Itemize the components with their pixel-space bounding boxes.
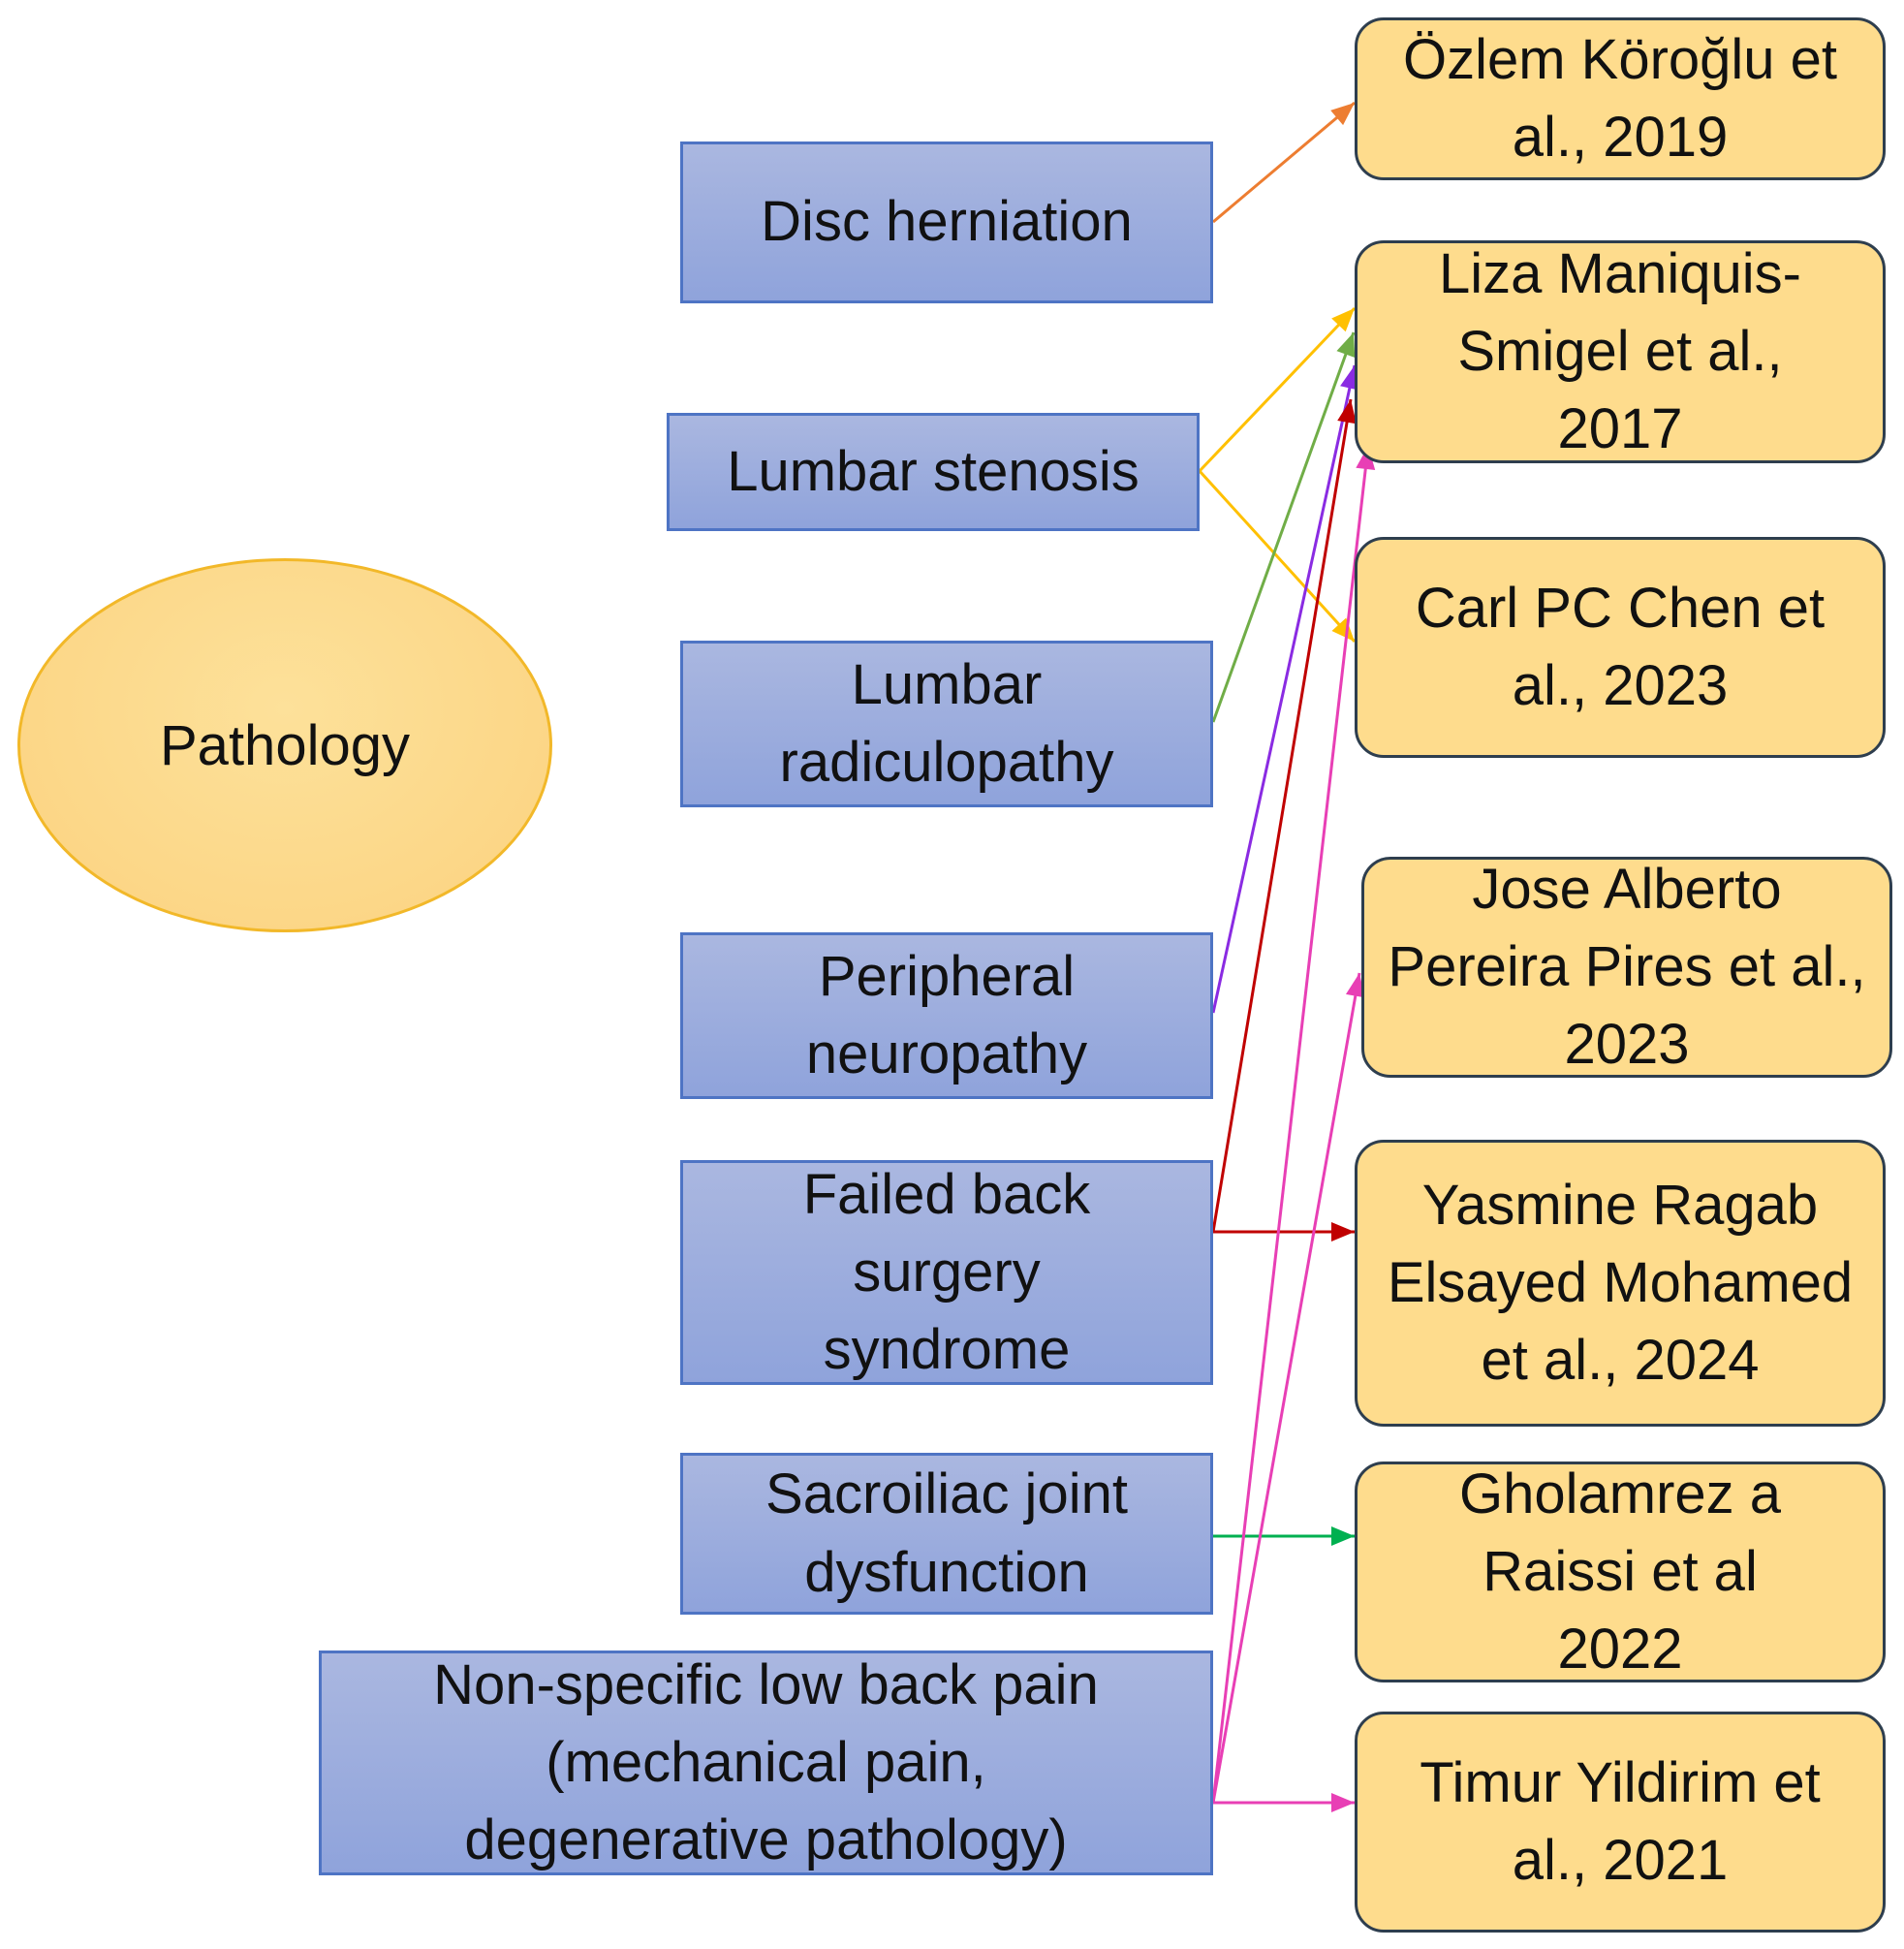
arrowhead-fbss-to-liza — [1337, 399, 1357, 424]
study-label: Jose Alberto Pereira Pires et al., 2023 — [1388, 857, 1866, 1077]
central-node-label: Pathology — [160, 713, 410, 777]
arrowhead-radic-to-liza — [1336, 332, 1356, 358]
pathology-node-lumbar-radiculopathy: Lumbar radiculopathy — [680, 641, 1213, 807]
study-node-pires-2023: Jose Alberto Pereira Pires et al., 2023 — [1361, 857, 1892, 1078]
arrowhead-stenosis-to-liza — [1331, 308, 1355, 332]
connector-stenosis-to-liza — [1198, 306, 1357, 473]
study-label: Gholamrez a Raissi et al 2022 — [1458, 1462, 1782, 1682]
pathology-node-lumbar-stenosis: Lumbar stenosis — [667, 413, 1200, 531]
pathology-label: Lumbar stenosis — [727, 439, 1139, 503]
pathology-label: Non-specific low back pain (mechanical p… — [433, 1652, 1099, 1872]
study-label: Özlem Köroğlu et al., 2019 — [1402, 27, 1838, 169]
arrowhead-disc-to-korolu — [1330, 103, 1355, 126]
study-node-liza-2017: Liza Maniquis-Smigel et al., 2017 — [1355, 240, 1886, 463]
connector-nslbp-to-pires — [1211, 972, 1361, 1804]
connector-neuro-to-liza — [1211, 364, 1357, 1014]
arrowhead-fbss-to-yasmine — [1331, 1222, 1355, 1242]
study-label: Carl PC Chen et al., 2023 — [1415, 576, 1826, 717]
connector-stenosis-to-chen — [1198, 469, 1357, 644]
study-node-korolu-2019: Özlem Köroğlu et al., 2019 — [1355, 17, 1886, 180]
arrowhead-nslbp-to-pires — [1345, 973, 1365, 998]
connector-radic-to-liza — [1211, 331, 1356, 723]
study-node-raissi-2022: Gholamrez a Raissi et al 2022 — [1355, 1462, 1886, 1682]
arrowhead-stenosis-to-chen — [1331, 617, 1355, 642]
study-label: Liza Maniquis-Smigel et al., 2017 — [1439, 241, 1801, 461]
connector-disc-to-korolu — [1212, 101, 1356, 224]
pathology-node-sacroiliac-joint: Sacroiliac joint dysfunction — [680, 1453, 1213, 1615]
arrowhead-nslbp-to-timur — [1331, 1793, 1355, 1812]
pathology-node-peripheral-neuropathy: Peripheral neuropathy — [680, 932, 1213, 1099]
pathology-node-disc-herniation: Disc herniation — [680, 141, 1213, 303]
pathology-label: Disc herniation — [761, 190, 1133, 254]
arrowhead-nslbp-to-liza — [1356, 446, 1376, 470]
arrowhead-sij-to-raissi — [1331, 1526, 1355, 1546]
pathology-label: Failed back surgery syndrome — [802, 1162, 1091, 1382]
pathology-label: Sacroiliac joint dysfunction — [765, 1462, 1128, 1604]
study-node-chen-2023: Carl PC Chen et al., 2023 — [1355, 537, 1886, 758]
study-label: Yasmine Ragab Elsayed Mohamed et al., 20… — [1387, 1173, 1854, 1393]
central-node-pathology: Pathology — [17, 558, 552, 932]
connector-nslbp-to-liza — [1211, 445, 1370, 1804]
pathology-label: Lumbar radiculopathy — [779, 652, 1114, 794]
pathology-node-failed-back-surgery: Failed back surgery syndrome — [680, 1160, 1213, 1385]
connector-fbss-to-liza — [1211, 398, 1353, 1233]
pathology-label: Peripheral neuropathy — [805, 944, 1088, 1085]
study-node-yasmine-2024: Yasmine Ragab Elsayed Mohamed et al., 20… — [1355, 1140, 1886, 1427]
study-node-timur-2021: Timur Yildirim et al., 2021 — [1355, 1712, 1886, 1933]
study-label: Timur Yildirim et al., 2021 — [1420, 1750, 1821, 1892]
arrowhead-neuro-to-liza — [1340, 365, 1359, 391]
pathology-node-non-specific-lbp: Non-specific low back pain (mechanical p… — [319, 1650, 1213, 1875]
